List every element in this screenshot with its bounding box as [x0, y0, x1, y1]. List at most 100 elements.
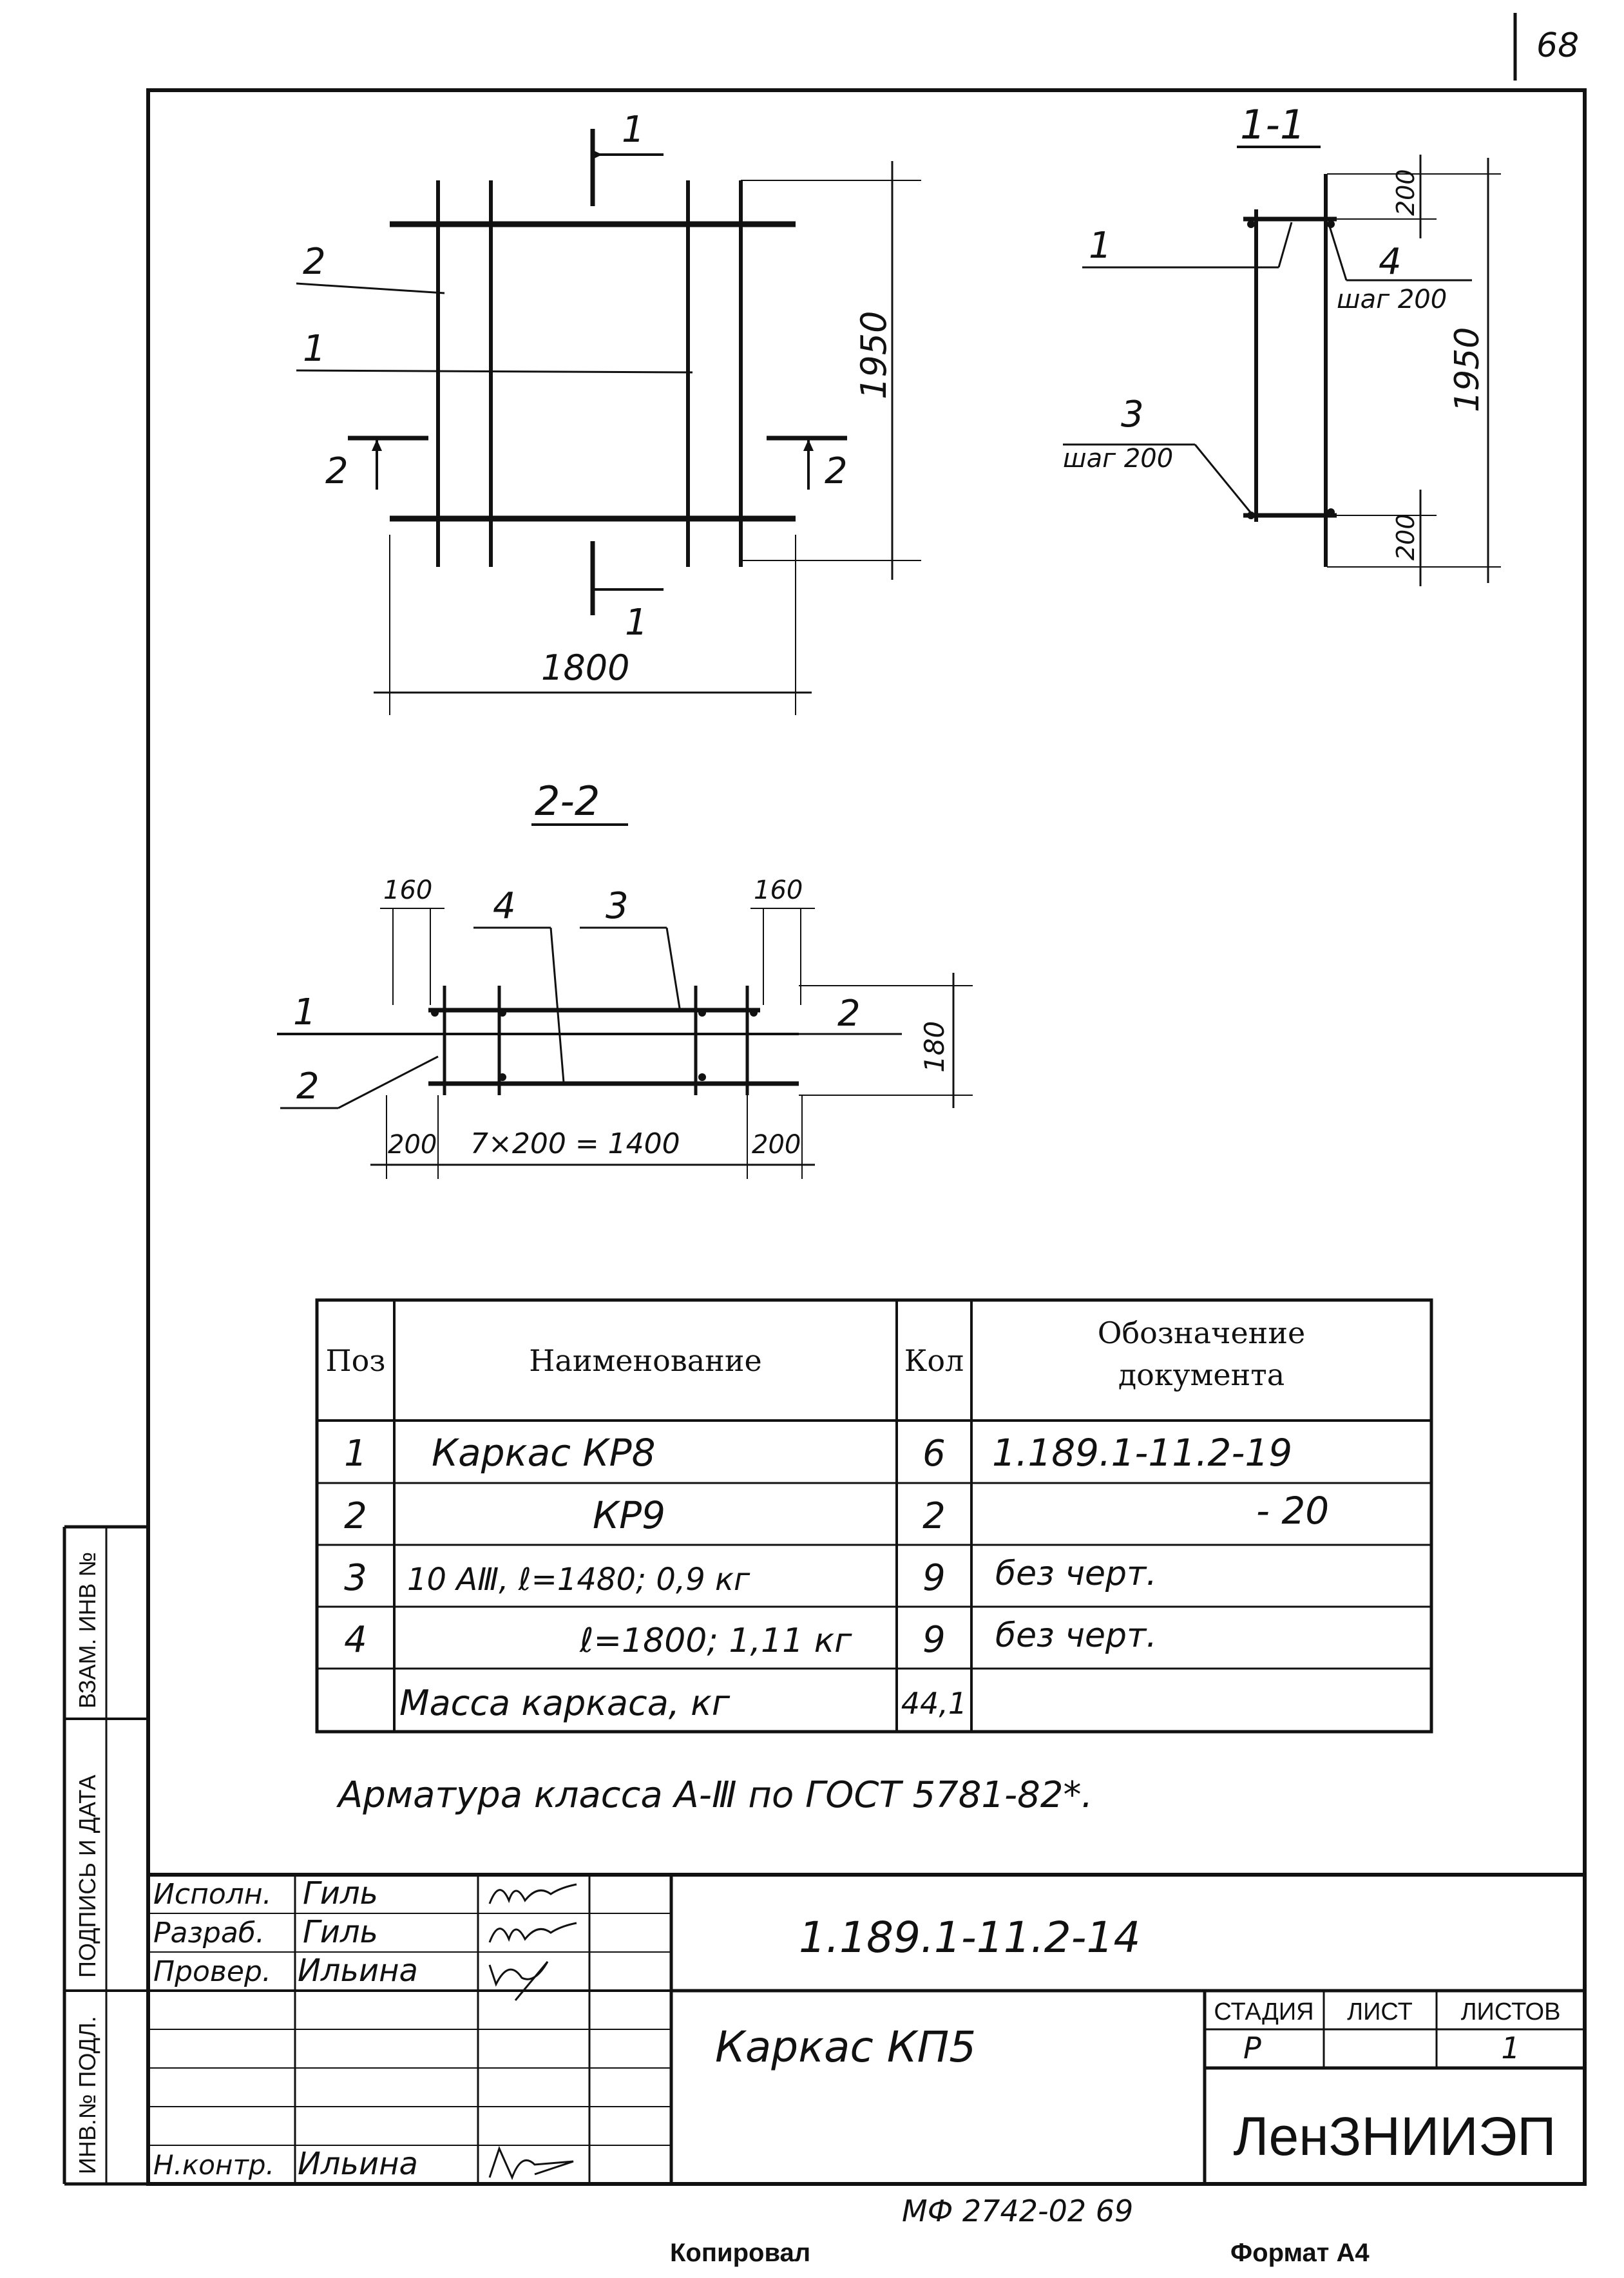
spec-header-name: Наименование — [529, 1343, 761, 1378]
cut-2-left-arrowhead — [372, 439, 382, 451]
s11-leader-3-label: 3 — [1121, 394, 1144, 436]
tb-role-7: Н.контр. — [153, 2149, 274, 2181]
copied-label: Копировал — [670, 2239, 810, 2267]
s22-dim-middle: 7×200 = 1400 — [470, 1127, 680, 1160]
dim-1950-label: 1950 — [854, 311, 894, 399]
tb-sheets-label: ЛИСТОВ — [1461, 1998, 1561, 2025]
spec-row-2-pos: 2 — [344, 1495, 367, 1537]
leader-1-line — [296, 369, 693, 374]
s22-node-3 — [698, 1009, 706, 1017]
cut-1-top-arrowhead — [591, 149, 602, 160]
tb-organization: ЛенЗНИИЭП — [1233, 2106, 1556, 2167]
tb-name-1: Гиль — [303, 1875, 378, 1911]
s22-node-2 — [499, 1009, 506, 1017]
s11-node-3 — [1247, 512, 1255, 519]
s11-node-4 — [1327, 508, 1335, 516]
s22-leader-2-left-line — [338, 1055, 439, 1109]
s22-leader-1: 1 — [293, 991, 316, 1033]
s11-leader-3-line — [1194, 444, 1254, 516]
tb-stage-label: СТАДИЯ — [1214, 1998, 1314, 2025]
s11-leader-1-label: 1 — [1089, 225, 1112, 267]
spec-row-2-qty: 2 — [922, 1495, 946, 1537]
spec-row-1-doc: 1.189.1-11.2-19 — [992, 1431, 1292, 1475]
spec-row-3-qty: 9 — [922, 1557, 946, 1599]
section-2-2-title: 2-2 — [535, 778, 600, 825]
title-block: Исполн. Гиль Разраб. Гиль Провер. Ильина… — [148, 1873, 1585, 2184]
s22-dim-200-right: 200 — [752, 1130, 801, 1160]
s22-leader-2-right: 2 — [837, 993, 861, 1035]
format-label: Формат А4 — [1230, 2239, 1370, 2267]
spec-row-3-name: 10 АⅢ, ℓ=1480; 0,9 кг — [407, 1562, 750, 1598]
side-stamp-inv-zam: ВЗАМ. ИНВ № — [74, 1552, 100, 1708]
leader-2-label: 2 — [303, 241, 326, 283]
tb-stage-value: Р — [1243, 2031, 1261, 2065]
archive-number: МФ 2742-02 69 — [902, 2194, 1133, 2228]
section-1-1-view: 1-1 1 4 шаг 200 3 шаг 200 200 200 1950 — [1063, 101, 1501, 586]
reinforcement-note: Арматура класса А-Ⅲ по ГОСТ 5781-82*. — [336, 1774, 1093, 1816]
tb-signature-1 — [488, 1883, 577, 1904]
spec-row-5-qty: 44,1 — [901, 1686, 967, 1721]
spec-row-4-qty: 9 — [922, 1619, 946, 1661]
spec-header-pos: Поз — [326, 1343, 386, 1378]
spec-header-doc-1: Обозначение — [1098, 1316, 1305, 1350]
s11-step-3: шаг 200 — [1063, 444, 1173, 474]
s22-leader-3-line — [665, 927, 681, 1009]
s22-node-4 — [750, 1009, 758, 1017]
s22-node-1 — [431, 1009, 439, 1017]
tb-role-2: Разраб. — [153, 1917, 265, 1949]
s11-leader-4-line — [1327, 222, 1348, 281]
tb-signature-7 — [488, 2145, 574, 2180]
spec-row-2-doc: - 20 — [1256, 1489, 1329, 1533]
spec-row-1-qty: 6 — [922, 1433, 946, 1475]
tb-role-3: Провер. — [153, 1955, 271, 1988]
s22-leader-2-left: 2 — [296, 1066, 320, 1107]
spec-row-3-pos: 3 — [344, 1557, 367, 1599]
tb-name-3: Ильина — [298, 1953, 418, 1989]
section-2-2-view: 2-2 4 3 1 2 2 160 160 — [277, 778, 973, 1179]
cut-2-right-label: 2 — [825, 450, 848, 492]
cut-1-bottom-label: 1 — [625, 602, 648, 644]
s22-leader-4: 4 — [493, 885, 516, 927]
leader-2-line — [296, 282, 445, 294]
leader-1-label: 1 — [303, 328, 326, 370]
s22-node-5 — [499, 1073, 506, 1081]
s11-step-4: шаг 200 — [1337, 285, 1447, 314]
spec-row-3-doc: без черт. — [995, 1555, 1157, 1593]
spec-table: Поз Наименование Кол Обозначение докумен… — [315, 1298, 1433, 1734]
side-stamp: ВЗАМ. ИНВ № ПОДПИСЬ И ДАТА ИНВ.№ ПОДЛ. — [62, 1525, 148, 2186]
dim-1800-label: 1800 — [541, 647, 629, 688]
s22-leader-3: 3 — [606, 885, 629, 927]
section-1-1-title: 1-1 — [1240, 101, 1305, 148]
tb-signature-3 — [488, 1961, 549, 2001]
tb-designation: 1.189.1-11.2-14 — [799, 1913, 1140, 1962]
cut-2-left-label: 2 — [325, 450, 349, 492]
plan-view: 1 1 2 2 2 1 1950 1800 — [296, 109, 921, 715]
side-stamp-sign-date: ПОДПИСЬ И ДАТА — [74, 1775, 100, 1978]
s22-node-6 — [698, 1073, 706, 1081]
sheet-number: 68 — [1536, 26, 1579, 65]
s22-dim-180: 180 — [919, 1021, 950, 1073]
s22-leader-4-line — [549, 927, 565, 1083]
spec-header-qty: Кол — [904, 1343, 964, 1378]
s22-dim-160-left: 160 — [383, 876, 432, 905]
drawing-frame — [146, 88, 1587, 2186]
tb-name-7: Ильина — [298, 2146, 418, 2182]
s11-leader-4-label: 4 — [1379, 241, 1402, 283]
s11-dim-200-bottom: 200 — [1391, 513, 1420, 560]
s11-dim-200-top: 200 — [1391, 169, 1420, 216]
spec-header-doc-2: документа — [1118, 1357, 1285, 1392]
spec-row-4-pos: 4 — [344, 1619, 367, 1661]
spec-row-5-name: Масса каркаса, кг — [399, 1683, 731, 1723]
spec-row-4-doc: без черт. — [995, 1616, 1157, 1655]
tb-title: Каркас КП5 — [715, 2022, 976, 2072]
s22-dim-160-right: 160 — [754, 876, 803, 905]
s11-dim-1950: 1950 — [1448, 327, 1487, 412]
spec-row-1-name: Каркас КР8 — [432, 1431, 656, 1475]
side-stamp-inv-podl: ИНВ.№ ПОДЛ. — [74, 2016, 100, 2174]
cut-2-right-arrowhead — [803, 439, 814, 451]
tb-role-1: Исполн. — [153, 1878, 272, 1911]
s11-node-1 — [1247, 220, 1255, 228]
spec-row-1-pos: 1 — [344, 1433, 367, 1475]
s22-dim-200-left: 200 — [388, 1130, 437, 1160]
cut-1-top-label: 1 — [622, 109, 645, 151]
